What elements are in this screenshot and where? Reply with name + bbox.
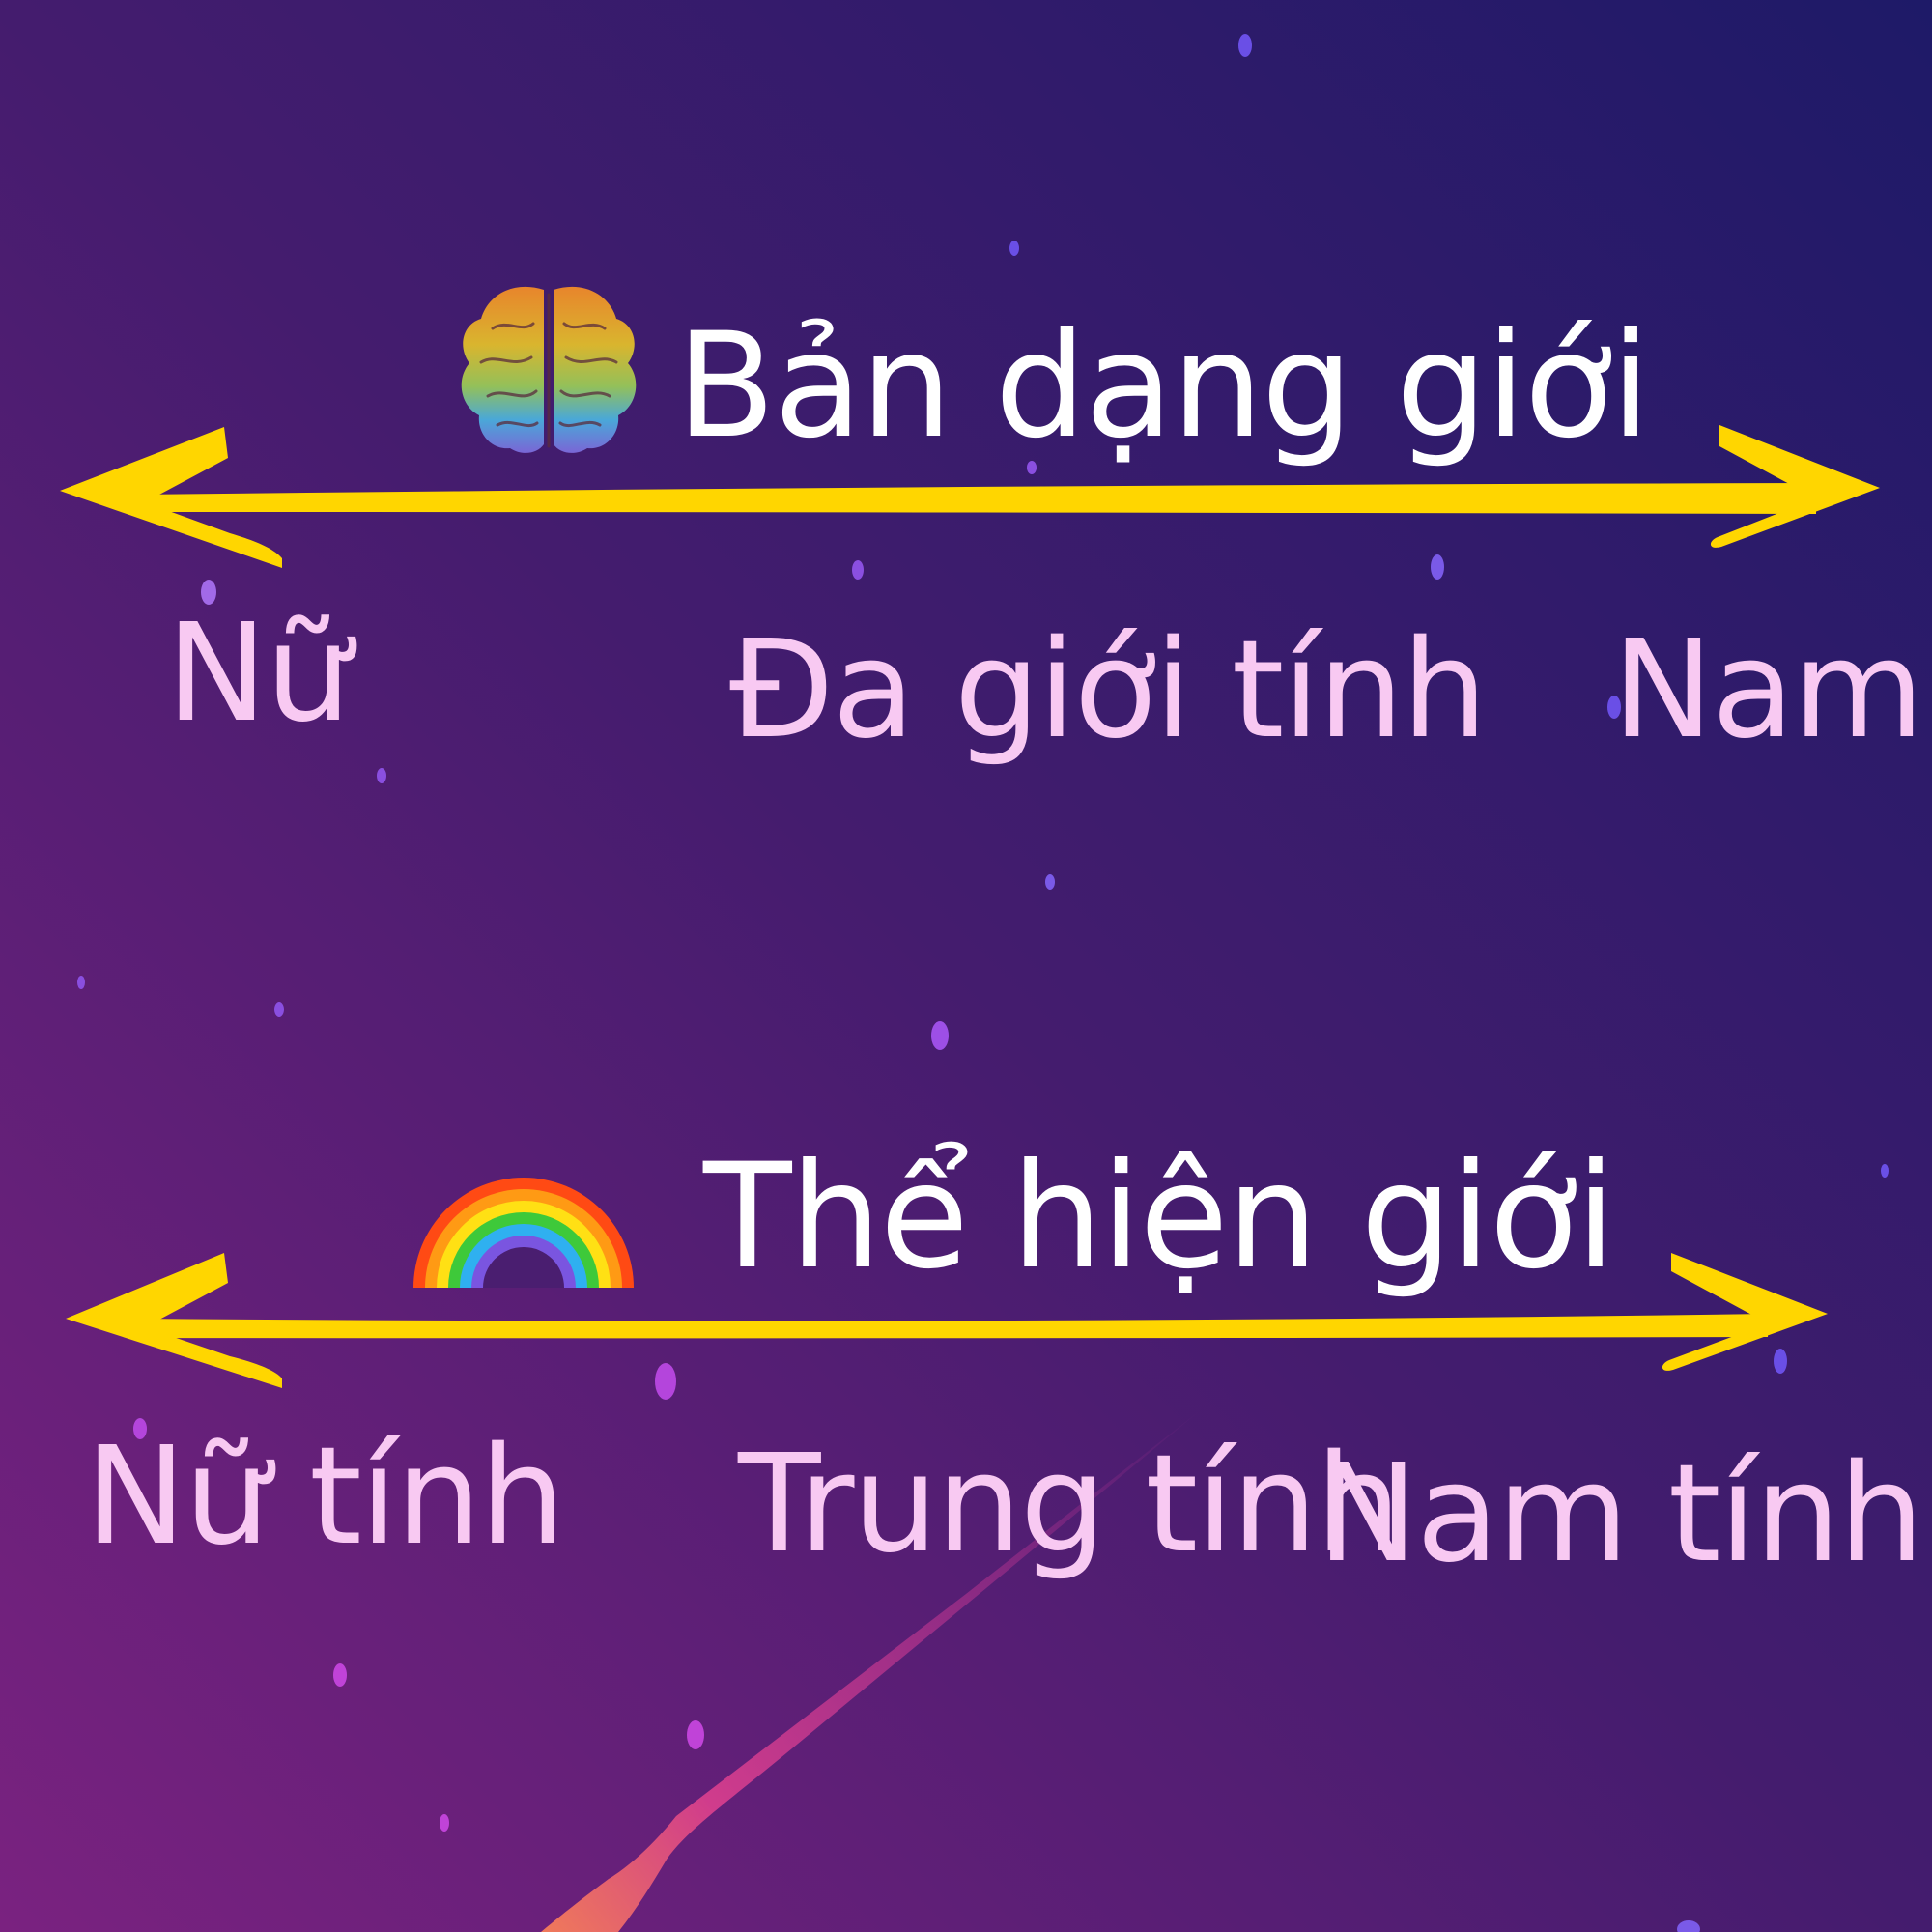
identity-middle-label: Đa giới tính: [729, 611, 1488, 769]
expression-title: Thể hiện giới: [703, 1133, 1616, 1301]
identity-title: Bản dạng giới: [676, 302, 1651, 470]
identity-left-label: Nữ: [166, 595, 351, 753]
expression-spectrum-arrow: [66, 1253, 1828, 1388]
star-dots: [77, 34, 1889, 1932]
rainbow-icon: [413, 1178, 634, 1288]
brain-icon: [461, 286, 637, 453]
expression-right-label: Nam tính: [1317, 1435, 1924, 1593]
expression-middle-label: Trung tính: [738, 1426, 1402, 1583]
identity-right-label: Nam: [1612, 611, 1924, 769]
comet: [541, 1408, 1203, 1932]
identity-spectrum-arrow: [60, 425, 1880, 568]
expression-left-label: Nữ tính: [85, 1418, 565, 1576]
